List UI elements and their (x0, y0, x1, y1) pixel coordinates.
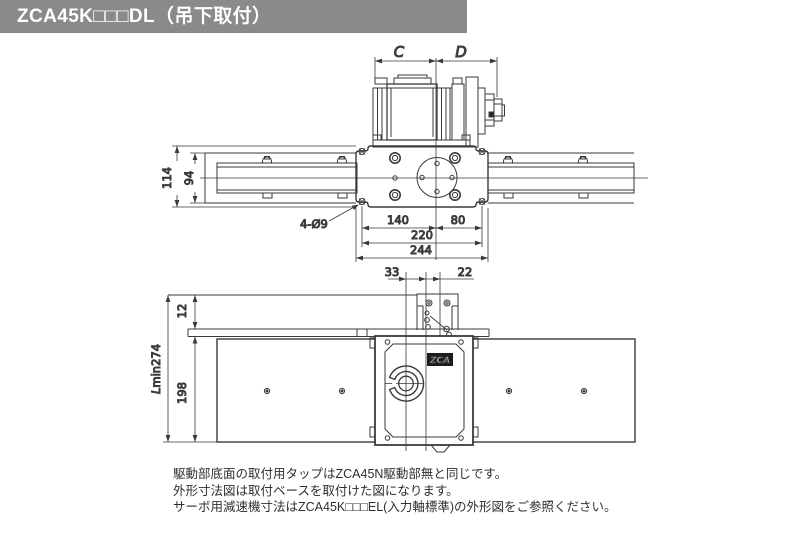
drive-plate (355, 145, 489, 208)
socket-bolt (388, 152, 401, 165)
dim-label-114: 114 (160, 167, 174, 189)
bottom-notch (430, 444, 451, 453)
dim-114-94 (172, 145, 356, 208)
dim-label-94: 94 (182, 171, 196, 186)
socket-bolt (388, 189, 401, 202)
left-table (216, 338, 379, 443)
dim-label-220: 220 (411, 228, 433, 242)
top-view: C D 114 94 4-Ø9 140 80 220 244 (160, 43, 648, 262)
corner-hole (358, 148, 366, 155)
dim-label-80: 80 (451, 213, 466, 227)
dim-label-lmin274: Lmin274 (149, 344, 163, 394)
right-rail (487, 156, 635, 199)
mounting-base-top (204, 152, 634, 204)
page-title: ZCA45K□□□DL（吊下取付） (17, 6, 272, 27)
notes-block: 駆動部底面の取付用タップはZCA45N駆動部無と同じです。 外形寸法図は取付ベー… (173, 466, 617, 516)
socket-bolt (448, 152, 461, 165)
dim-label-33: 33 (385, 265, 400, 279)
mounting-base-bar (187, 328, 490, 337)
dim-label-lmin-rest: min274 (149, 344, 163, 388)
right-table (471, 338, 636, 443)
dim-label-d: D (455, 43, 467, 61)
page-title-bar: ZCA45K□□□DL（吊下取付） (0, 0, 467, 33)
dim-33-22 (388, 276, 474, 282)
motor-assembly (372, 74, 505, 148)
input-bracket (416, 293, 459, 338)
dim-label-22: 22 (458, 265, 473, 279)
socket-bolt (448, 189, 461, 202)
output-flange-circle (392, 157, 458, 198)
corner-hole (478, 198, 486, 205)
front-view: ZCA (149, 265, 636, 453)
dim-label-140: 140 (387, 213, 409, 227)
corner-hole (358, 198, 366, 205)
dim-label-198: 198 (175, 382, 189, 404)
note-line-3: サーボ用減速機寸法はZCA45K□□□EL(入力軸標準)の外形図をご参照ください… (173, 500, 617, 514)
dim-label-12: 12 (175, 304, 189, 319)
dim-label-244: 244 (410, 243, 432, 257)
gearbox-body: ZCA (369, 335, 479, 453)
left-rail (216, 156, 358, 199)
dim-c-d (374, 57, 498, 260)
zca-logo-text: ZCA (429, 356, 450, 366)
corner-hole (478, 148, 486, 155)
note-line-2: 外形寸法図は取付ベースを取付けた図になります。 (173, 483, 459, 498)
note-line-1: 駆動部底面の取付用タップはZCA45N駆動部無と同じです。 (173, 467, 508, 481)
dim-lower (328, 201, 489, 262)
dim-label-c: C (394, 43, 405, 61)
zca-logo-plate (427, 353, 453, 366)
dim-label-lmin-l: L (149, 388, 163, 394)
dim-left-vertical (163, 294, 217, 443)
dim-label-holes: 4-Ø9 (300, 217, 328, 231)
vertical-centerlines (405, 272, 441, 451)
